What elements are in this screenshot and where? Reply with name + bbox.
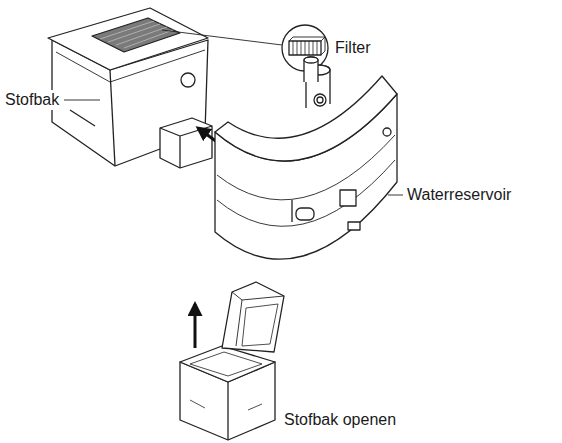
part-label: Filter — [333, 38, 373, 57]
part-label: Waterreservoir — [405, 185, 513, 204]
part-label: Stofbak — [3, 90, 61, 109]
leader-line — [388, 195, 403, 196]
water-reservoir-drawing — [215, 57, 397, 259]
action-caption: Stofbak openen — [282, 410, 398, 429]
leader-line — [64, 100, 100, 101]
filter-callout — [162, 25, 328, 71]
open-arrow — [194, 304, 197, 348]
opened-bin-drawing — [180, 282, 284, 440]
dust-bin-drawing — [48, 8, 212, 168]
